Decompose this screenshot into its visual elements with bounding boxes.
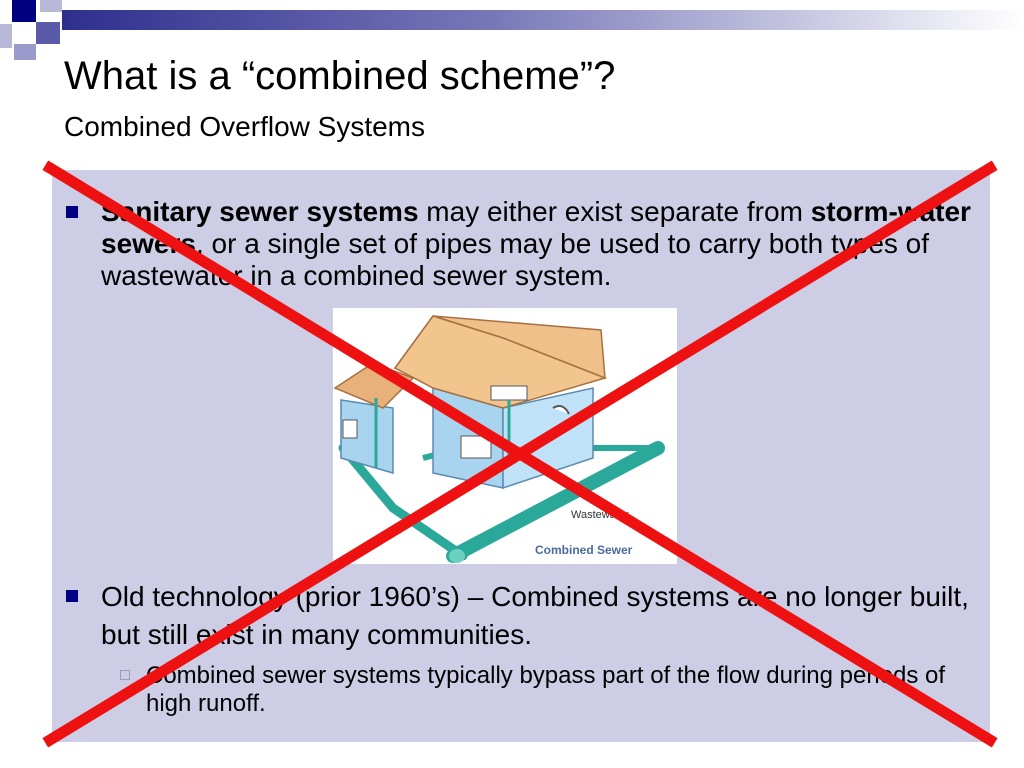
slide-subtitle: Combined Overflow Systems [64, 111, 426, 142]
corner-square-5 [36, 22, 60, 44]
corner-square-1 [0, 0, 10, 10]
combined-sewer-illustration: Wastewater Combined Sewer [333, 308, 677, 564]
slide-title: What is a “combined scheme”? [64, 54, 616, 98]
corner-square-6 [14, 44, 36, 60]
header-gradient-bar [62, 10, 1024, 30]
corner-square-4 [0, 24, 12, 48]
corner-square-2 [12, 0, 36, 22]
bullet-1-bold-1: Sanitary sewer systems [101, 196, 419, 227]
bullet-1: Sanitary sewer systems may either exist … [101, 196, 971, 292]
corner-square-3 [40, 0, 62, 12]
bullet-1-text-2: , or a single set of pipes may be used t… [101, 228, 930, 291]
bullet-marker-2 [66, 590, 78, 602]
sub-bullet: Combined sewer systems typically bypass … [146, 662, 946, 717]
bullet-2: Old technology (prior 1960’s) – Combined… [101, 581, 969, 650]
bullet-marker-1 [66, 206, 78, 218]
house-sewer-diagram: Wastewater Combined Sewer [333, 315, 665, 563]
figure-caption: Combined Sewer [535, 543, 633, 557]
figure-label-wastewater: Wastewater [571, 509, 629, 521]
sub-bullet-marker [120, 670, 130, 680]
bullet-1-text-1: may either exist separate from [418, 196, 811, 227]
